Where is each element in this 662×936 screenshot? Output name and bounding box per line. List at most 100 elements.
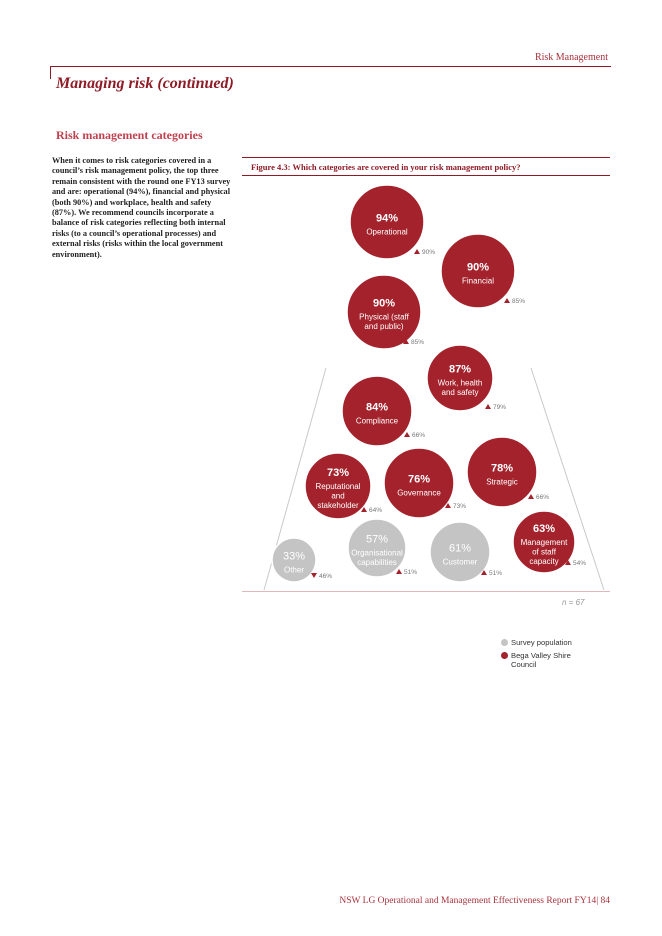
bubble-circle-financial <box>440 233 516 309</box>
footer-report-title: NSW LG Operational and Management Effect… <box>339 896 597 906</box>
population-value-physical-staff-and-public: 85% <box>411 339 424 346</box>
trend-up-icon-customer <box>481 570 487 575</box>
bubble-label-work-health-and-safety-0: Work, health <box>438 379 483 388</box>
figure-bottom-rule <box>242 591 610 592</box>
legend-item-population: Survey population <box>501 638 591 648</box>
trend-up-icon-work-health-and-safety <box>485 404 491 409</box>
figure-caption-rule <box>242 175 610 176</box>
population-value-reputational-and-stakeholder: 64% <box>369 507 382 514</box>
chart-legend: Survey population Bega Valley Shire Coun… <box>501 638 591 673</box>
legend-item-council: Bega Valley Shire Council <box>501 651 591 670</box>
bubble-governance: 76% Governance 73% <box>383 447 466 519</box>
bubble-strategic: 78% Strategic 66% <box>466 436 549 508</box>
bubble-operational: 94% Operational 90% <box>349 184 435 260</box>
legend-label-population: Survey population <box>511 638 572 647</box>
bubble-label-reputational-and-stakeholder-2: stakeholder <box>317 501 359 510</box>
bubble-circle-strategic <box>466 436 538 508</box>
population-value-customer: 51% <box>489 570 502 577</box>
bubble-label-organisational-capabilities-1: capabilities <box>357 558 397 567</box>
trend-up-icon-governance <box>445 503 451 508</box>
footer-page-number: | 84 <box>596 896 610 906</box>
bubble-value-physical-staff-and-public: 90% <box>373 298 395 310</box>
sample-size-label: n = 67 <box>562 598 585 607</box>
bubble-value-strategic: 78% <box>491 462 513 474</box>
bubble-value-governance: 76% <box>408 473 430 485</box>
bubble-label-management-of-staff-capacity-2: capacity <box>529 557 558 566</box>
bubble-value-reputational-and-stakeholder: 73% <box>327 467 349 479</box>
footer: NSW LG Operational and Management Effect… <box>339 896 610 906</box>
bubble-value-other: 33% <box>283 550 305 562</box>
legend-swatch-population <box>501 639 508 646</box>
bubble-value-customer: 61% <box>449 542 471 554</box>
bubble-circle-physical-staff-and-public <box>346 274 422 350</box>
bubble-label-financial-0: Financial <box>462 276 494 285</box>
bubble-value-compliance: 84% <box>366 401 388 413</box>
population-value-compliance: 66% <box>412 432 425 439</box>
trend-up-icon-financial <box>504 298 510 303</box>
population-value-organisational-capabilities: 51% <box>404 569 417 576</box>
bubble-label-compliance-0: Compliance <box>356 416 399 425</box>
population-value-other: 46% <box>319 573 332 580</box>
bubble-circle-work-health-and-safety <box>426 344 494 412</box>
bubble-label-reputational-and-stakeholder-1: and <box>331 491 344 500</box>
trend-up-icon-management-of-staff-capacity <box>565 560 571 565</box>
bubbles-layer: 94% Operational 90% 90% Financial 85% 90% Physi… <box>271 184 586 583</box>
header-rule <box>50 66 611 79</box>
population-value-operational: 90% <box>422 249 435 256</box>
bubble-circle-other <box>271 537 317 583</box>
bubble-value-work-health-and-safety: 87% <box>449 364 471 376</box>
bubble-customer: 61% Customer 51% <box>429 521 502 583</box>
bubble-circle-compliance <box>341 375 413 447</box>
page-title: Managing risk (continued) <box>56 75 234 92</box>
trend-up-icon-reputational-and-stakeholder <box>361 507 367 512</box>
bubble-label-operational-0: Operational <box>366 227 408 236</box>
bubble-label-physical-staff-and-public-1: and public) <box>364 322 403 331</box>
population-value-management-of-staff-capacity: 54% <box>573 560 586 567</box>
bubble-label-customer-0: Customer <box>443 557 478 566</box>
bubble-label-strategic-0: Strategic <box>486 477 518 486</box>
bubble-label-management-of-staff-capacity-1: of staff <box>532 547 557 556</box>
population-value-governance: 73% <box>453 503 466 510</box>
trend-up-icon-physical-staff-and-public <box>403 339 409 344</box>
intro-paragraph: When it comes to risk categories covered… <box>52 156 231 259</box>
bubble-circle-governance <box>383 447 455 519</box>
bubble-circle-reputational-and-stakeholder <box>304 452 372 520</box>
population-value-work-health-and-safety: 79% <box>493 404 506 411</box>
population-value-strategic: 66% <box>536 494 549 501</box>
trend-up-icon-compliance <box>404 432 410 437</box>
bubble-value-financial: 90% <box>467 261 489 273</box>
bubble-label-governance-0: Governance <box>397 488 441 497</box>
bubble-value-organisational-capabilities: 57% <box>366 534 388 546</box>
trend-up-icon-strategic <box>528 494 534 499</box>
bubble-label-management-of-staff-capacity-0: Management <box>521 538 568 547</box>
bubble-circle-organisational-capabilities <box>347 518 407 578</box>
bubble-circle-customer <box>429 521 491 583</box>
trend-up-icon-operational <box>414 249 420 254</box>
figure-caption: Figure 4.3: Which categories are covered… <box>251 162 521 172</box>
bubble-circle-operational <box>349 184 425 260</box>
bubble-compliance: 84% Compliance 66% <box>341 375 425 447</box>
bubble-financial: 90% Financial 85% <box>440 233 525 309</box>
section-heading: Risk management categories <box>56 128 203 142</box>
bubble-value-management-of-staff-capacity: 63% <box>533 523 555 535</box>
bubble-label-physical-staff-and-public-0: Physical (staff <box>359 313 409 322</box>
legend-label-council: Bega Valley Shire Council <box>511 650 571 670</box>
bubble-other: 33% Other 46% <box>271 537 332 583</box>
legend-swatch-council <box>501 651 508 659</box>
bubble-circle-management-of-staff-capacity <box>512 510 576 574</box>
bubble-label-work-health-and-safety-1: and safety <box>442 388 479 397</box>
bubble-label-other-0: Other <box>284 565 304 574</box>
figure-top-rule <box>242 157 610 158</box>
trend-up-icon-organisational-capabilities <box>396 569 402 574</box>
header-section-label: Risk Management <box>534 52 608 63</box>
bubble-value-operational: 94% <box>376 212 398 224</box>
bubble-label-organisational-capabilities-0: Organisational <box>351 549 403 558</box>
bubble-label-reputational-and-stakeholder-0: Reputational <box>316 482 361 491</box>
population-value-financial: 85% <box>512 298 525 305</box>
trend-down-icon-other <box>311 573 317 578</box>
